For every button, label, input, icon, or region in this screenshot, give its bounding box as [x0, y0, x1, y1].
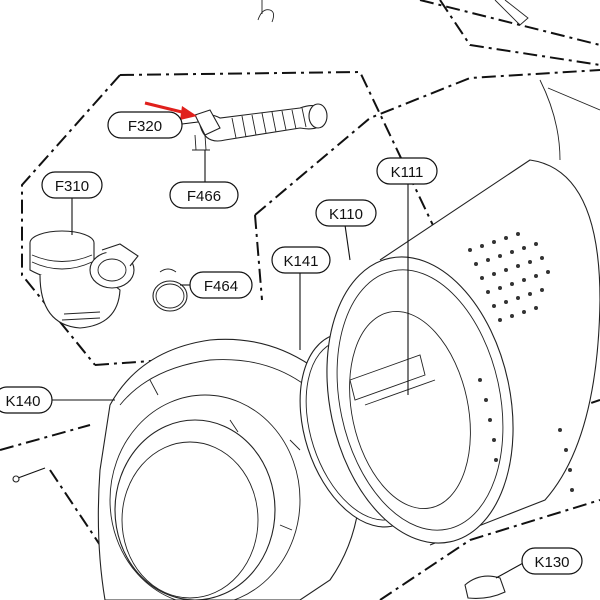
label-f466-text: F466	[187, 188, 221, 205]
label-f310-text: F310	[55, 178, 89, 195]
tub-boundary-left	[0, 424, 91, 451]
upper-boundary-inner	[439, 0, 600, 66]
label-k141: K141	[271, 246, 331, 274]
label-f464-text: F464	[204, 278, 238, 295]
drum-part	[326, 79, 600, 546]
label-k140-text: K140	[5, 393, 40, 410]
drum-perforation	[468, 232, 574, 492]
tub-front-part	[97, 338, 362, 600]
label-k111-text: K111	[391, 164, 424, 181]
label-k130-text: K130	[534, 554, 569, 571]
label-f466: F466	[169, 181, 239, 209]
label-f320-text: F320	[128, 118, 162, 135]
upper-boundary	[419, 0, 600, 46]
pump-bellows-part	[29, 230, 139, 329]
hose-group-boundary-top	[119, 70, 441, 241]
ring-clamp-part	[152, 268, 188, 312]
label-k140: K140	[0, 386, 53, 414]
label-k141-text: K141	[283, 253, 318, 270]
label-k130: K130	[521, 547, 583, 575]
label-f320: F320	[107, 111, 183, 139]
bottom-boundary	[379, 499, 600, 600]
label-k111: K111	[376, 157, 438, 185]
leader-lines	[52, 121, 526, 579]
screw-part	[12, 467, 46, 483]
label-k110-text: K110	[329, 206, 363, 223]
label-f310: F310	[41, 171, 103, 199]
drum-group-boundary-top	[254, 69, 600, 216]
top-hook-part	[257, 0, 529, 26]
label-k110: K110	[315, 199, 377, 227]
drain-hose-part	[194, 103, 328, 142]
drum-group-boundary-left	[254, 214, 263, 301]
label-f464: F464	[189, 271, 253, 299]
hose-group-boundary-left	[21, 74, 121, 366]
lifter-part	[464, 575, 506, 599]
hose-clamp-part	[192, 134, 210, 151]
red-pointer-arrow-icon	[144, 101, 197, 120]
